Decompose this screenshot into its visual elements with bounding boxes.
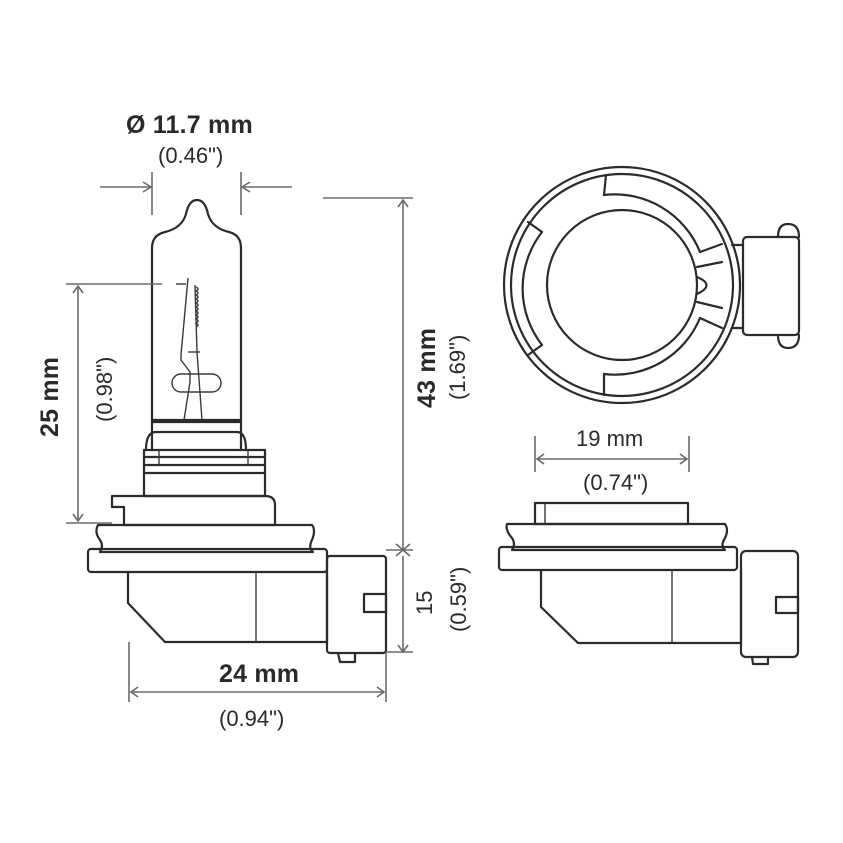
filament — [171, 277, 222, 421]
glass-capsule — [150, 198, 243, 452]
base-width-metric-label: 24 mm — [219, 660, 300, 688]
front-base-view — [497, 501, 800, 666]
flange-width-imperial-label: (0.74") — [583, 470, 649, 495]
dimension-lines-side — [66, 172, 413, 702]
light-center-imperial-label: (0.98") — [92, 356, 117, 422]
base-height-metric-label: 15 — [412, 590, 437, 615]
flange-width-metric-label: 19 mm — [576, 426, 644, 451]
base-height-imperial-label: (0.59") — [446, 566, 471, 632]
light-center-metric-label: 25 mm — [36, 356, 64, 437]
base-width-imperial-label: (0.94") — [219, 706, 285, 731]
diameter-imperial-label: (0.46") — [158, 143, 224, 168]
side-view-bulb — [86, 198, 388, 664]
diameter-metric-label: Ø 11.7 mm — [126, 111, 253, 139]
top-view-socket — [502, 165, 801, 405]
overall-height-imperial-label: (1.69") — [445, 334, 470, 400]
dimension-lines-front — [534, 436, 690, 472]
overall-height-metric-label: 43 mm — [413, 327, 441, 408]
